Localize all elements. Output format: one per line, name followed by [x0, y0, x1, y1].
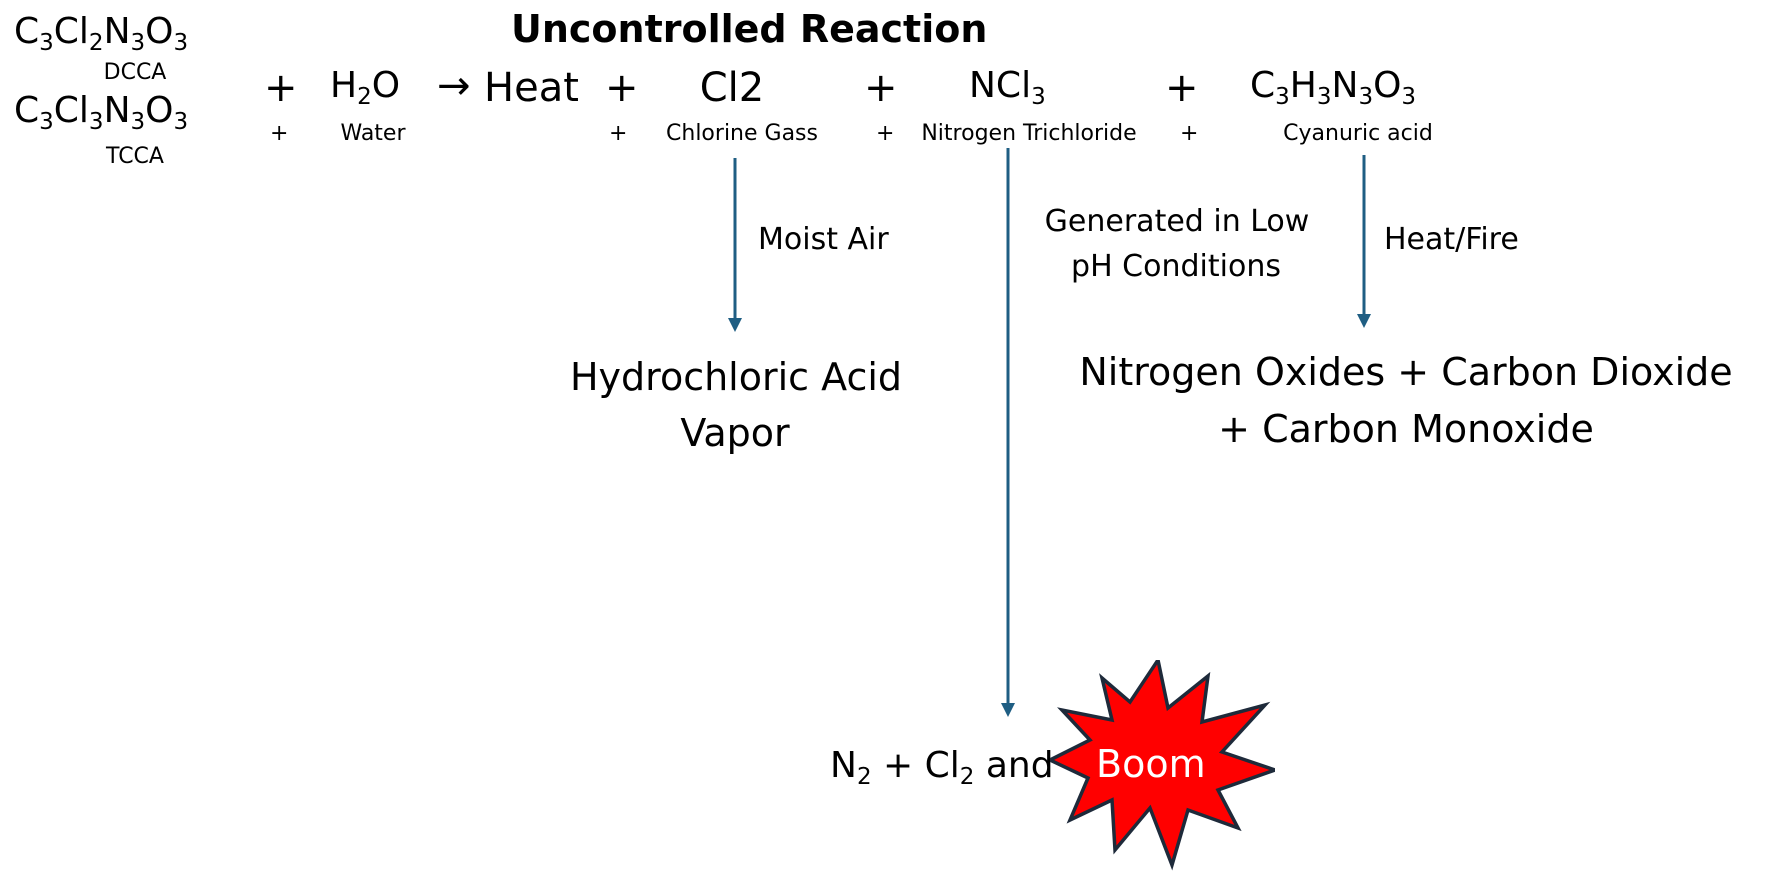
product-chlorine-formula: Cl2: [699, 65, 765, 111]
condition-low-ph-line2: pH Conditions: [1071, 249, 1281, 284]
arrowhead-chlorine-to-hcl: [728, 318, 742, 332]
plus-sign: +: [1165, 65, 1199, 111]
condition-moist-air: Moist Air: [758, 222, 889, 257]
result-oxides-line1: Nitrogen Oxides + Carbon Dioxide: [1079, 350, 1733, 394]
plus-sign-small: +: [1180, 121, 1199, 146]
formula-ncl3: NCl3: [969, 65, 1046, 110]
formula-cyanuric-acid: C3H3N3O3: [1250, 65, 1417, 110]
label-nitrogen-trichloride: Nitrogen Trichloride: [921, 121, 1137, 146]
plus-sign: +: [605, 65, 639, 111]
label-cyanuric-acid: Cyanuric acid: [1283, 121, 1433, 146]
result-oxides-line2: + Carbon Monoxide: [1218, 407, 1594, 451]
explosion-burst-icon: [1050, 660, 1275, 871]
result-n2-cl2: N2 + Cl2 and: [830, 745, 1054, 790]
condition-low-ph-line1: Generated in Low: [1044, 204, 1310, 239]
plus-sign: +: [264, 65, 298, 111]
label-water: Water: [340, 121, 406, 146]
formula-water: H2O: [330, 65, 401, 110]
condition-heat-fire: Heat/Fire: [1384, 222, 1519, 257]
result-hcl-line2: Vapor: [680, 411, 790, 455]
plus-sign-small: +: [876, 121, 895, 146]
product-heat: Heat: [484, 65, 579, 111]
formula-dcca: C3Cl2N3O3: [14, 11, 189, 56]
plus-sign-small: +: [609, 121, 628, 146]
label-dcca: DCCA: [103, 60, 167, 85]
formula-tcca: C3Cl3N3O3: [14, 90, 189, 135]
plus-sign-small: +: [270, 121, 289, 146]
diagram-title: Uncontrolled Reaction: [511, 7, 988, 51]
reaction-arrow: →: [437, 63, 471, 109]
result-hcl-line1: Hydrochloric Acid: [569, 355, 903, 399]
arrowhead-ncl3-to-boom: [1001, 703, 1015, 717]
boom-label: Boom: [1096, 742, 1206, 786]
arrowhead-cyanuric-to-oxides: [1357, 314, 1371, 328]
label-chlorine-gas: Chlorine Gass: [666, 121, 818, 146]
plus-sign: +: [864, 65, 898, 111]
label-tcca: TCCA: [106, 144, 164, 169]
